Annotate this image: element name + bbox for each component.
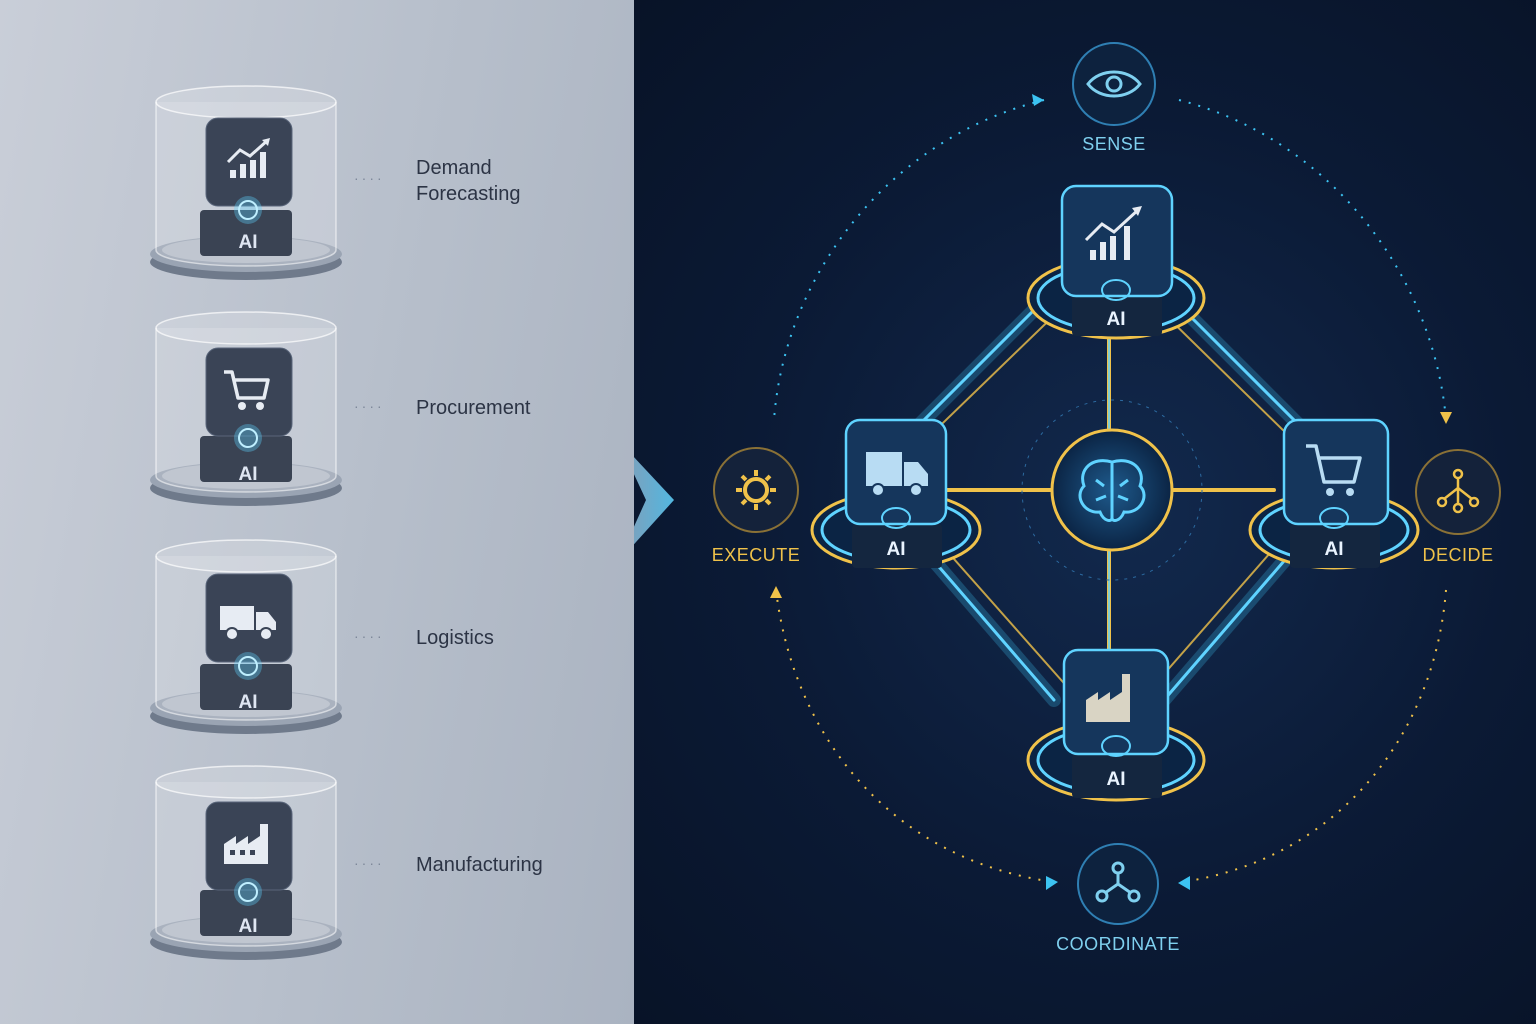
gear-icon [736, 470, 776, 510]
connector-dots: ···· [354, 170, 385, 186]
stage-label-execute: EXECUTE [711, 545, 801, 565]
agent-node-left [810, 418, 982, 570]
truck-icon [220, 606, 276, 641]
shopping-cart-icon [1306, 444, 1362, 496]
agent-node-bottom [1026, 648, 1206, 802]
brain-icon [1101, 279, 1131, 301]
ai-badge: AI [238, 916, 258, 937]
silo-demand-forecasting: AI [148, 82, 348, 282]
sense-stage [1072, 42, 1156, 126]
ai-badge-bottom: AI [1106, 769, 1126, 790]
ai-badge: AI [238, 232, 258, 253]
factory-icon [224, 824, 268, 864]
network-diagram [634, 42, 1501, 925]
ai-badge: AI [238, 692, 258, 713]
brain-icon [1101, 735, 1131, 757]
connector-dots: ···· [354, 855, 385, 871]
truck-icon [866, 452, 928, 497]
cycle-arc-decide-coordinate [1181, 589, 1447, 883]
growth-chart-icon [226, 138, 270, 178]
connector-dots: ···· [354, 628, 385, 644]
growth-chart-icon [1084, 206, 1142, 260]
execute-stage [713, 447, 799, 533]
ai-badge: AI [238, 464, 258, 485]
agent-node-right [1248, 418, 1420, 570]
decide-stage [1415, 449, 1501, 535]
silo-logistics: AI [148, 536, 348, 736]
glass-cylinder [150, 311, 342, 506]
stage-label-decide: DECIDE [1422, 545, 1494, 565]
coordinate-stage [1077, 843, 1159, 925]
silo-procurement: AI [148, 308, 348, 508]
eye-icon [1086, 70, 1142, 98]
glass-cylinder [150, 85, 342, 280]
factory-icon [1086, 674, 1130, 722]
isolated-silos-panel: AI ···· Demand Forecasting AI ···· Procu… [0, 0, 634, 1024]
agent-node-top [1026, 184, 1206, 340]
transition-arrow-icon [634, 457, 674, 545]
silo-label-logistics: Logistics [416, 627, 494, 649]
decision-branch-icon [1436, 468, 1480, 514]
ai-badge-top: AI [1106, 309, 1126, 330]
silo-manufacturing: AI [148, 762, 348, 962]
cycle-arc-coordinate-execute [775, 589, 1055, 883]
ai-badge-right: AI [1324, 539, 1344, 560]
silo-label-demand-forecasting: Demand Forecasting [416, 157, 521, 205]
connector-dots: ···· [354, 398, 385, 414]
connected-network-panel: SENSE EXECUTE DECIDE COORDINATE AI AI AI… [634, 0, 1536, 1024]
stage-label-sense: SENSE [1082, 134, 1146, 154]
cycle-arc-sense-decide [1178, 99, 1447, 421]
shopping-cart-icon [224, 370, 270, 410]
glass-cylinder [150, 765, 342, 960]
network-nodes-icon [1095, 861, 1141, 903]
brain-icon [1078, 459, 1146, 522]
brain-icon [1319, 507, 1349, 529]
silo-label-manufacturing: Manufacturing [416, 854, 543, 876]
brain-icon [881, 507, 911, 529]
ai-badge-left: AI [886, 539, 906, 560]
stage-label-coordinate: COORDINATE [1056, 934, 1180, 954]
silo-label-procurement: Procurement [416, 397, 531, 419]
cycle-arc-sense-execute [773, 99, 1045, 421]
